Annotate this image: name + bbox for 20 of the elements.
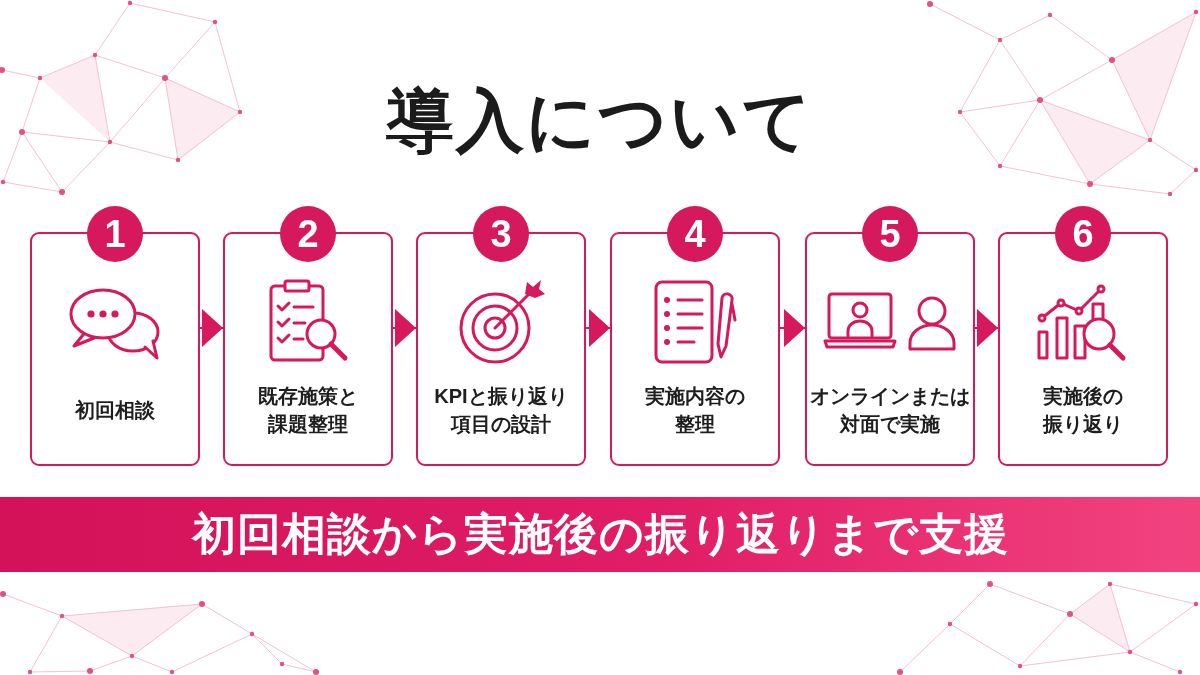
banner	[0, 497, 1200, 572]
banner-text: 初回相談から実施後の振り返りまで支援	[191, 508, 1009, 561]
arrow	[974, 309, 999, 347]
step-label: 実施内容の整理	[644, 384, 746, 437]
step-label: 既存施策と課題整理	[257, 384, 359, 437]
arrow	[779, 309, 806, 347]
number-badge: 1	[87, 206, 143, 262]
step-label: オンラインまたは対面で実施	[809, 384, 971, 437]
number-badge: 2	[280, 206, 336, 262]
title: 導入について	[386, 81, 814, 160]
number-badge: 3	[473, 206, 529, 262]
step-label: 初回相談	[75, 398, 155, 423]
step-label: KPIと振り返り項目の設計	[433, 384, 569, 437]
number-badge: 4	[667, 206, 723, 262]
step-label: 実施後の振り返り	[1042, 384, 1124, 437]
number-badge: 6	[1055, 206, 1111, 262]
arrow	[585, 309, 611, 347]
number-badge: 5	[862, 206, 918, 262]
arrow	[392, 309, 417, 347]
arrow	[199, 309, 224, 347]
